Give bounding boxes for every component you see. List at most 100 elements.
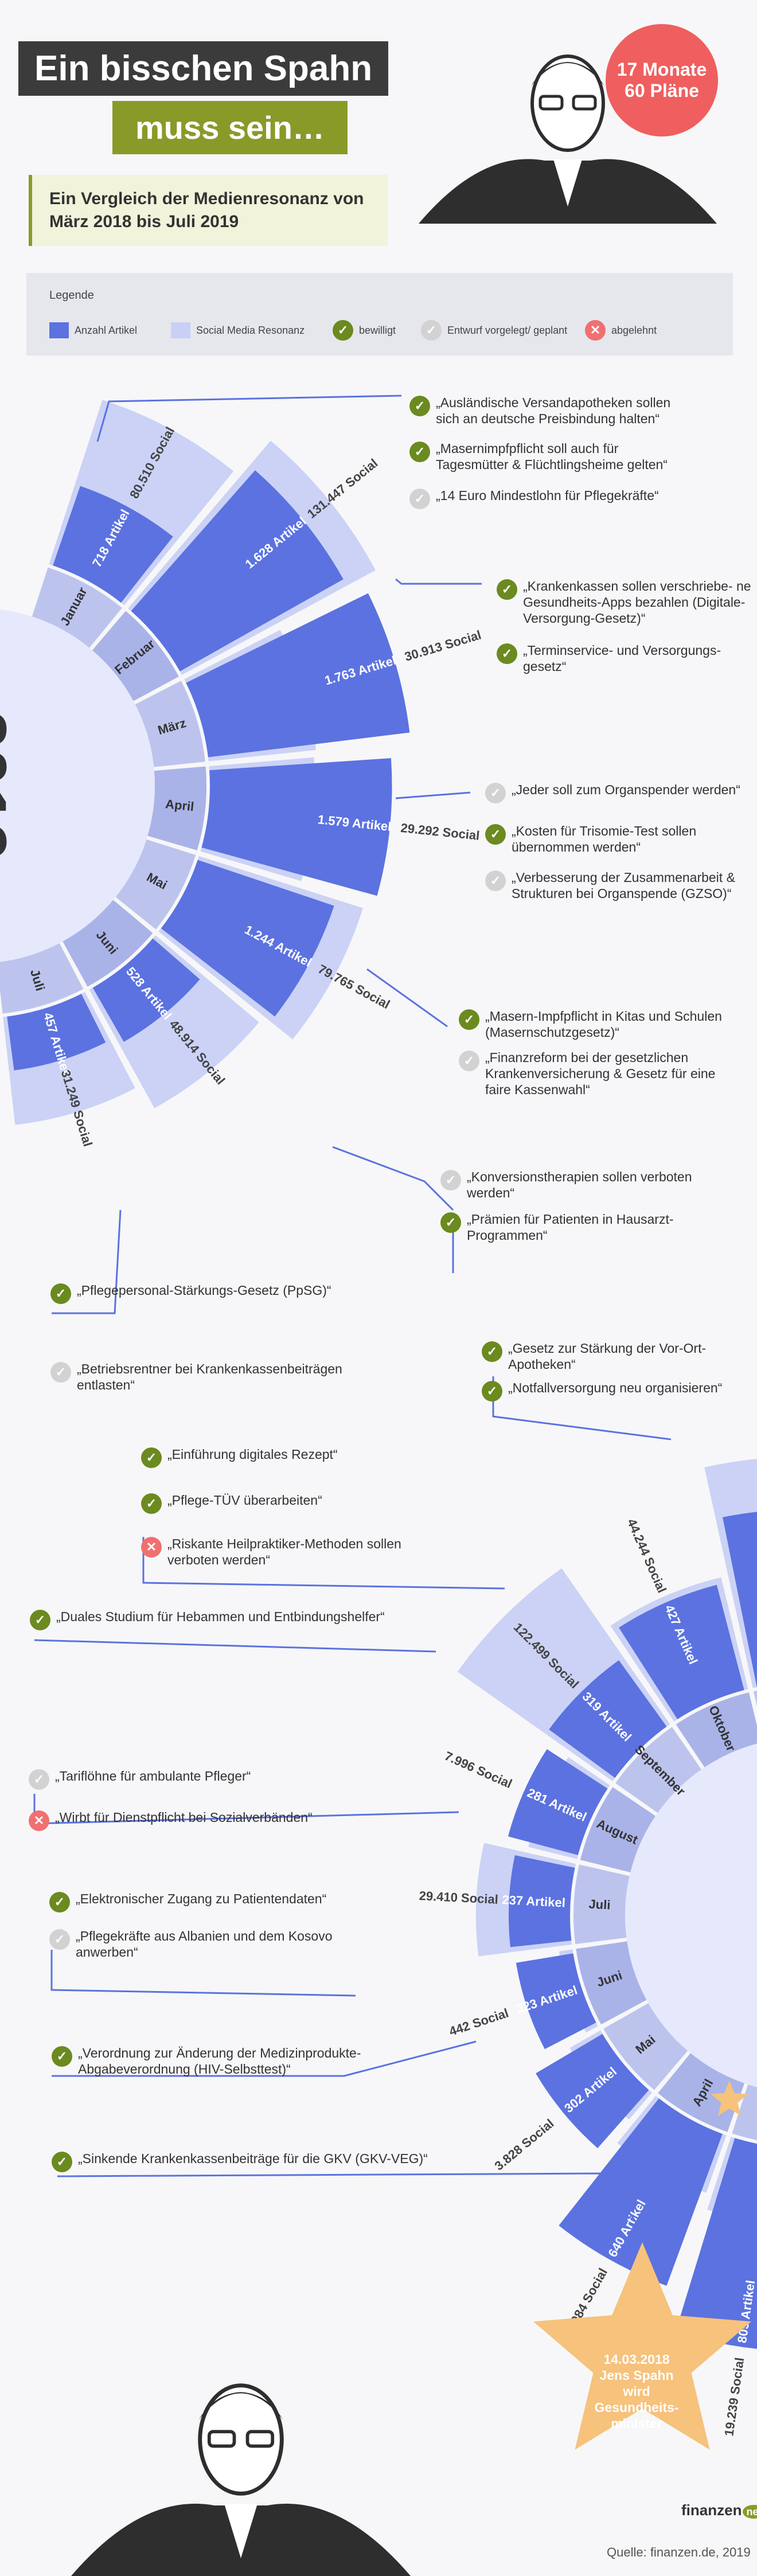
check-icon: ✓ (497, 643, 517, 664)
social-label: 7.996 Social (442, 1748, 514, 1791)
connector-line (34, 1639, 436, 1653)
social-label: 3.828 Social (492, 2116, 557, 2173)
artikel-bar (161, 860, 334, 1017)
check-icon: ✓ (52, 2152, 72, 2172)
plan-note: „Pflege-TÜV überarbeiten“ (167, 1493, 322, 1508)
check-icon: ✓ (141, 1493, 162, 1514)
title-line-2: muss sein… (112, 101, 348, 154)
artikel-bar (7, 994, 106, 1071)
hair-shape (198, 2392, 283, 2420)
check-icon: ✓ (482, 1341, 502, 1362)
connector-line (57, 2172, 655, 2249)
source-note: Quelle: finanzen.de, 2019 (607, 2545, 751, 2559)
star-line2: Jens Spahn (599, 2368, 674, 2383)
check-icon: ✓ (459, 1009, 479, 1030)
artikel-swatch (49, 322, 69, 338)
month-ring-segment (147, 766, 206, 850)
artikel-bar (53, 486, 173, 603)
portrait-bottom-illustration (71, 2383, 411, 2576)
plan-note: „Pflegepersonal-Stärkungs-Gesetz (PpSG)“ (77, 1283, 331, 1298)
connector-line (366, 968, 448, 1028)
month-label: Juli (588, 1897, 611, 1913)
social-label: 30.913 Social (403, 627, 483, 663)
star-date: 14.03.2018 (603, 2352, 670, 2367)
check-icon: ✓ (485, 783, 506, 803)
artikel-bar (131, 470, 344, 672)
logo-mark: net (743, 2505, 757, 2519)
plan-note: „Sinkende Krankenkassenbeiträge für die … (78, 2151, 428, 2166)
check-icon: ✓ (333, 320, 353, 341)
check-icon: ✓ (50, 1283, 71, 1304)
subtitle: Ein Vergleich der Medienresonanz von Mär… (29, 175, 388, 246)
badge-plans: 60 Pläne (625, 80, 699, 101)
social-label: 442 Social (447, 2005, 510, 2039)
glasses-left (207, 2430, 236, 2448)
month-ring-segment (32, 567, 122, 648)
start-star-marker (711, 2081, 748, 2116)
shirt-shape (224, 2504, 257, 2558)
social-swatch (171, 322, 190, 338)
check-icon: ✓ (49, 1929, 70, 1950)
legend-label-entwurf: Entwurf vorgelegt/ geplant (447, 324, 568, 336)
check-icon: ✓ (409, 396, 430, 416)
artikel-bar (675, 2138, 757, 2349)
plan-note: „Elektronischer Zugang zu Patientendaten… (76, 1891, 327, 1906)
chart-hub (0, 609, 155, 962)
month-ring-segment (615, 1727, 702, 1813)
title-line-1: Ein bisschen Spahn (18, 41, 389, 96)
check-icon: ✓ (52, 2046, 72, 2067)
glasses-right (245, 2430, 275, 2448)
month-label: April (165, 797, 194, 814)
star-line4: Gesundheits- (594, 2400, 679, 2415)
check-icon: ✓ (440, 1170, 461, 1191)
plan-note: „Wirbt für Dienstpflicht bei Sozialverbä… (55, 1810, 313, 1825)
connector-line (52, 2040, 477, 2077)
star-annotation: 14.03.2018 Jens Spahn wird Gesundheits- … (573, 2351, 700, 2431)
plan-note: „Notfallversorgung neu organisieren“ (508, 1380, 723, 1395)
hair-shape (531, 62, 604, 86)
logo-text: finanzen (681, 2501, 742, 2519)
legend-label-abgelehnt: abgelehnt (611, 324, 657, 336)
portrait-top-illustration (419, 54, 717, 224)
plan-note: „Tariflöhne für ambulante Pfleger“ (55, 1769, 251, 1783)
check-icon: ✓ (485, 871, 506, 891)
plan-note: „Pflegekräfte aus Albanien und dem Kosov… (76, 1929, 333, 1960)
minister-star (533, 2242, 752, 2450)
social-label: 19.239 Social (721, 2356, 747, 2437)
plan-note: „Kosten für Trisomie-Test sollen übernom… (512, 823, 697, 854)
check-icon: ✓ (482, 1381, 502, 1402)
cross-icon: ✕ (141, 1537, 162, 1558)
plan-note: „Einführung digitales Rezept“ (167, 1447, 338, 1462)
plan-note: „Krankenkassen sollen verschriebe- ne Ge… (523, 579, 751, 626)
month-ring-segment (732, 2084, 757, 2140)
social-label: 44.244 Social (625, 1517, 669, 1595)
artikel-bar (186, 593, 410, 758)
artikel-bar (723, 1512, 757, 1688)
plan-note: „Masern-Impfpflicht in Kitas und Schulen… (485, 1009, 722, 1040)
connector-line (332, 1146, 454, 1211)
artikel-bar (536, 2034, 649, 2149)
artikel-bar (92, 938, 200, 1042)
plan-note: „Riskante Heilpraktiker-Methoden sollen … (167, 1536, 401, 1567)
legend-item-artikel: Anzahl Artikel (49, 322, 137, 338)
plan-note: „Verbesserung der Zusammenarbeit & Struk… (512, 870, 735, 901)
check-icon: ✓ (50, 1362, 71, 1383)
month-ring-segment (135, 681, 205, 767)
month-ring-segment (576, 1941, 647, 2025)
check-icon: ✓ (421, 320, 442, 341)
plan-note: „Finanzreform bei der gesetzlichen Krank… (485, 1050, 716, 1097)
plan-note: „Konversionstherapien sollen verboten we… (467, 1169, 692, 1200)
check-icon: ✓ (497, 579, 517, 600)
plan-note: „14 Euro Mindestlohn für Pflegekräfte“ (436, 488, 659, 503)
plan-note: „Gesetz zur Stärkung der Vor-Ort-Apothek… (508, 1341, 707, 1372)
legend-label-artikel: Anzahl Artikel (75, 324, 138, 336)
connector-line (96, 395, 402, 442)
check-icon: ✓ (440, 1212, 461, 1233)
plan-note: „Betriebsrentner bei Krankenkassenbeiträ… (77, 1361, 342, 1392)
month-ring-segment (603, 2003, 688, 2090)
social-label: 29.292 Social (400, 821, 480, 843)
month-ring-segment (580, 1787, 655, 1873)
